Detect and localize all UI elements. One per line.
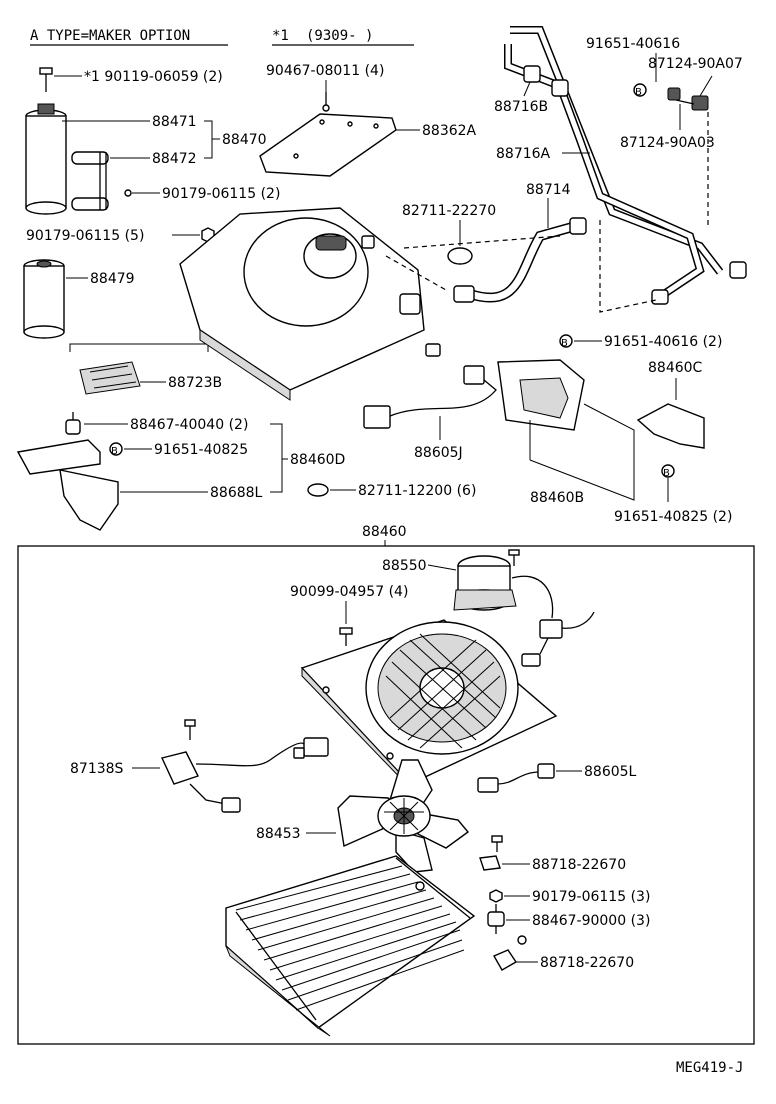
pipe-88716-icon: [504, 26, 747, 305]
bracket-clamp-icon: [71, 151, 132, 211]
relay-87138s-icon: [161, 719, 329, 813]
condenser-core-icon: [225, 855, 476, 1037]
label-88718-a: 88718-22670: [532, 857, 626, 873]
label-88460d: 88460D: [290, 452, 345, 468]
label-90179-2: 90179-06115 (2): [162, 186, 280, 202]
leader-88716b: [523, 81, 531, 97]
connector-88605l-icon: [477, 763, 555, 793]
label-88471: 88471: [152, 114, 197, 130]
footnote-mark: *1: [272, 28, 289, 44]
label-87124-90a07: 87124-90A07: [648, 56, 743, 72]
label-87138s: 87138S: [70, 761, 124, 777]
connector-88605j-icon: [363, 343, 497, 429]
bolt-small-icon: [39, 67, 53, 92]
figure-code: MEG419-J: [676, 1060, 743, 1076]
label-82711-22270: 82711-22270: [402, 203, 496, 219]
circle-b-text-4: B: [663, 468, 670, 479]
label-82711-12200: 82711-12200 (6): [358, 483, 476, 499]
cooling-fan-icon: [337, 759, 470, 873]
plate-88362a-icon: [259, 113, 397, 177]
label-88714: 88714: [526, 182, 571, 198]
circle-b-text-2: B: [635, 87, 642, 98]
label-88453: 88453: [256, 826, 301, 842]
circle-b-text-1: B: [111, 446, 118, 457]
nut-90179-icon: [489, 889, 503, 903]
label-88472: 88472: [152, 151, 197, 167]
circle-b-mark-1: [109, 442, 123, 456]
label-88605j: 88605J: [414, 445, 463, 461]
clip-88718-icon: [493, 935, 527, 971]
bolt-88718-icon: [479, 835, 503, 871]
label-88716b: 88716B: [494, 99, 548, 115]
circle-b-mark-4: [661, 464, 675, 478]
clamp-82711-12200-icon: [307, 483, 329, 497]
footnote-range: (9309- ): [306, 28, 373, 44]
label-91651-40825-2: 91651-40825 (2): [614, 509, 732, 525]
circle-b-mark-3: [559, 334, 573, 348]
label-90467: 90467-08011 (4): [266, 63, 384, 79]
fan-shroud-icon: [300, 619, 558, 791]
label-88688l: 88688L: [210, 485, 263, 501]
label-90179-3: 90179-06115 (3): [532, 889, 650, 905]
fan-motor-icon: [453, 549, 595, 667]
leader-87124-90a07: [699, 75, 713, 97]
filter-cartridge-icon: [23, 259, 65, 339]
label-88470: 88470: [222, 132, 267, 148]
screw-90099-icon: [339, 627, 353, 646]
label-88460: 88460: [362, 524, 407, 540]
hose-clamp-icon: [447, 247, 473, 265]
hose-88714-icon: [453, 217, 587, 303]
label-88467-3: 88467-90000 (3): [532, 913, 650, 929]
bracket-88460d: [270, 423, 288, 493]
rivet-icon: [322, 92, 330, 112]
dashed-guide-pipe: [599, 112, 709, 313]
frame-88460b: [529, 403, 635, 501]
rubber-mount-icon: [65, 412, 81, 435]
bracket-88470: [204, 120, 220, 159]
circle-b-mark-2: [633, 83, 647, 97]
label-91651-40616-2: 91651-40616 (2): [604, 334, 722, 350]
label-plate-icon: [79, 361, 141, 395]
label-91651-40825: 91651-40825: [154, 442, 248, 458]
label-88723b: 88723B: [168, 375, 222, 391]
type-note: A TYPE=MAKER OPTION: [30, 28, 190, 44]
label-88550: 88550: [382, 558, 427, 574]
bracket-88688l-icon: [16, 439, 119, 531]
mount-88467-icon: [487, 904, 505, 934]
blower-housing-icon: [179, 207, 425, 401]
receiver-drier-icon: [25, 103, 67, 215]
bracket-88460c-icon: [636, 403, 705, 449]
leader-88550: [427, 564, 457, 571]
assembly-88460-box: [17, 545, 755, 1045]
bracket-88723b: [69, 343, 209, 352]
label-88460c: 88460C: [648, 360, 703, 376]
label-88479: 88479: [90, 271, 135, 287]
label-88460b: 88460B: [530, 490, 584, 506]
pipe-clamp-87124-icon: [667, 87, 709, 111]
bracket-88460b-icon: [497, 359, 585, 431]
label-90099: 90099-04957 (4): [290, 584, 408, 600]
label-88716a: 88716A: [496, 146, 551, 162]
dashed-guide-hose: [385, 235, 561, 291]
circle-b-text-3: B: [561, 338, 568, 349]
label-87124-90a03: 87124-90A03: [620, 135, 715, 151]
label-90179-5: 90179-06115 (5): [26, 228, 144, 244]
label-88362a: 88362A: [422, 123, 477, 139]
label-bolt-top: *1 90119-06059 (2): [84, 69, 223, 85]
label-91651-40616: 91651-40616: [586, 36, 680, 52]
label-88605l: 88605L: [584, 764, 637, 780]
label-88718-b: 88718-22670: [540, 955, 634, 971]
label-88467-2: 88467-40040 (2): [130, 417, 248, 433]
